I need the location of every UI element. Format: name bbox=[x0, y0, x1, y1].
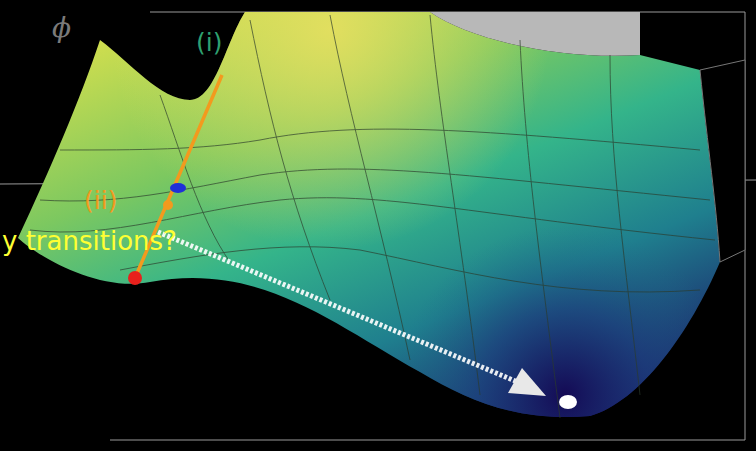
red-dot bbox=[128, 271, 142, 285]
question-text: y transitions? bbox=[2, 228, 177, 254]
orange-dot bbox=[163, 200, 173, 210]
path-marker: (i) bbox=[196, 30, 222, 55]
surface bbox=[18, 12, 720, 417]
surface-basin bbox=[18, 12, 720, 417]
bounding-box bbox=[0, 12, 756, 440]
arrow-head bbox=[508, 368, 546, 396]
white-dot bbox=[559, 395, 577, 409]
grid-lines bbox=[30, 15, 715, 418]
blue-dot bbox=[170, 183, 186, 193]
surface-highlight bbox=[18, 12, 720, 417]
path-marker: (ii) bbox=[84, 188, 117, 213]
side-facet bbox=[700, 60, 745, 262]
axis-label: ϕ bbox=[52, 14, 71, 42]
transition-arrow bbox=[158, 232, 520, 383]
cut-facet bbox=[430, 12, 640, 56]
